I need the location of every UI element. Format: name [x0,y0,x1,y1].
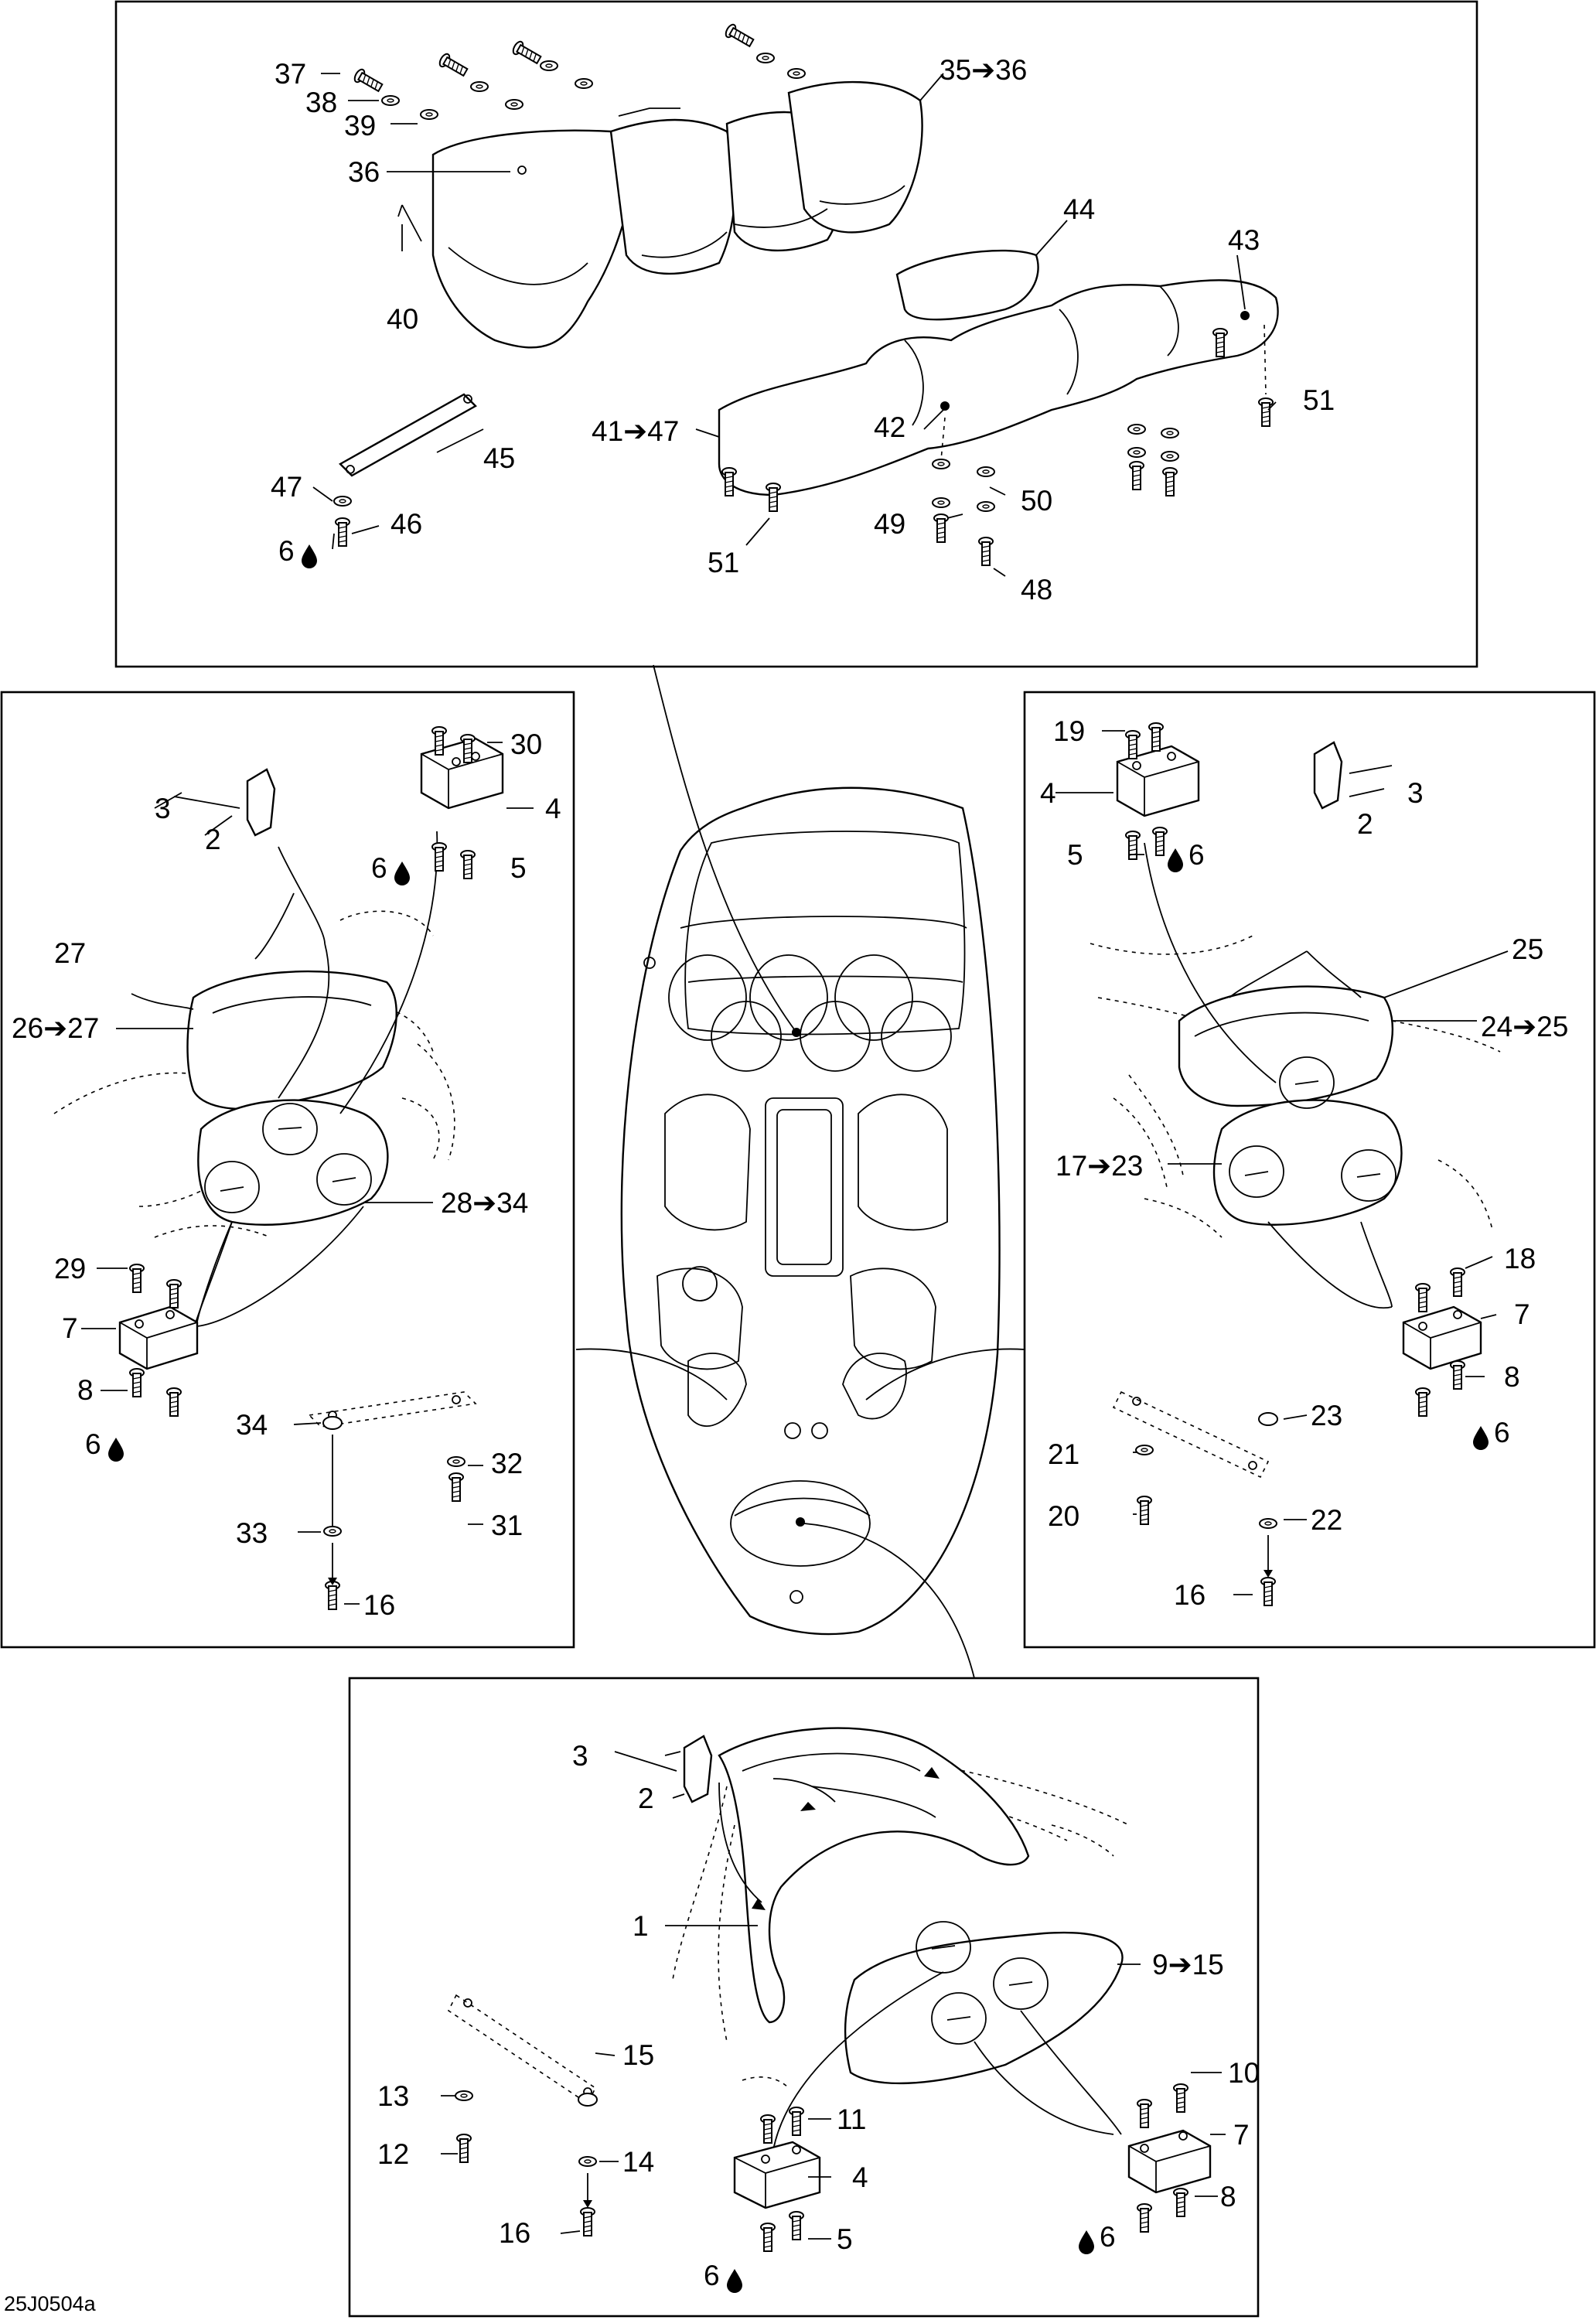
callout-30: 30 [510,728,542,760]
callout-29: 29 [54,1253,86,1285]
callout-7-right: 7 [1514,1298,1530,1330]
callout-26-27: 26➔27 [12,1012,99,1044]
callout-41-47: 41➔47 [592,415,679,447]
rear-bench-seat [431,80,923,349]
callout-8-bottom: 8 [1220,2181,1236,2213]
callout-6-bottom-right: 6 [1100,2221,1116,2253]
callout-13: 13 [377,2080,409,2112]
callout-11: 11 [837,2103,866,2135]
callout-27: 27 [54,937,86,969]
oil-drop-icon [108,1438,124,1462]
oil-drop-icon [394,861,410,885]
callout-5-bottom: 5 [837,2223,853,2255]
callout-6-left-top: 6 [371,852,387,884]
oil-drop-icon [727,2269,742,2293]
callout-24-25: 24➔25 [1481,1011,1568,1042]
callout-25: 25 [1512,933,1543,965]
oil-drop-icon [302,544,317,568]
callout-4-right: 4 [1040,777,1056,809]
right-panel-frame [1023,691,1596,1649]
callout-34: 34 [236,1409,268,1441]
callout-8-right: 8 [1504,1361,1520,1393]
callout-6-right-top: 6 [1188,839,1205,871]
seat-strap [339,393,477,477]
callout-12: 12 [377,2138,409,2170]
oil-drop-icon [1168,848,1183,872]
callout-1: 1 [633,1910,649,1942]
callout-22: 22 [1311,1504,1342,1536]
callout-20: 20 [1048,1500,1079,1532]
callout-36: 36 [348,156,380,188]
callout-16-left: 16 [363,1589,395,1621]
left-panel-frame [0,691,575,1649]
callout-5-right: 5 [1067,839,1083,871]
bottom-panel-frame [348,1677,1260,2318]
callout-5-left: 5 [510,852,527,884]
callout-31: 31 [491,1510,523,1541]
callout-23: 23 [1311,1400,1342,1431]
callout-42: 42 [874,411,905,443]
oil-drop-icon [1079,2230,1094,2254]
callout-6-left-bottom: 6 [85,1428,101,1460]
callout-17-23: 17➔23 [1055,1150,1143,1182]
callout-3-right: 3 [1407,777,1424,809]
callout-35-36: 35➔36 [940,54,1027,86]
callout-28-34: 28➔34 [441,1187,528,1219]
front-bench-seat [718,279,1279,496]
callout-2-right: 2 [1357,808,1373,840]
callout-4-left: 4 [545,793,561,824]
callout-43: 43 [1228,224,1260,256]
pointer-lines [575,664,1025,1679]
callout-15: 15 [622,2039,654,2071]
callout-6-bottom-left: 6 [704,2260,720,2291]
callout-39: 39 [344,110,376,142]
callout-45: 45 [483,442,515,474]
callout-4-bottom: 4 [852,2161,868,2193]
callout-32: 32 [491,1448,523,1479]
callout-50: 50 [1021,485,1052,517]
backrest-cushion [895,249,1039,321]
callout-37: 37 [275,58,306,90]
callout-19: 19 [1053,715,1085,747]
oil-drop-icon [1473,1426,1489,1450]
callout-16-bottom: 16 [499,2217,530,2249]
right-seat-assembly [1055,722,1509,1606]
callout-8-left: 8 [77,1374,94,1406]
callout-48: 48 [1021,574,1052,606]
top-panel-frame [114,0,1478,668]
callout-7-bottom: 7 [1233,2119,1250,2151]
drawing-code: 25J0504a [4,2292,97,2315]
callout-51-right: 51 [1303,384,1335,416]
callout-40: 40 [387,303,418,335]
callout-46: 46 [390,508,422,540]
left-seat-assembly [53,726,534,1610]
callout-14: 14 [622,2146,654,2178]
boat-hull-top-view [620,786,1001,1636]
callout-16-right: 16 [1174,1579,1206,1611]
top-leader-lines [312,73,1277,577]
callout-21: 21 [1048,1438,1079,1470]
callout-18: 18 [1504,1243,1536,1274]
callout-49: 49 [874,508,905,540]
callout-6-top: 6 [278,535,295,567]
callout-2-left: 2 [205,824,221,855]
callout-10: 10 [1228,2057,1260,2089]
callout-51-left: 51 [708,547,739,578]
callout-2-bottom: 2 [638,1783,654,1814]
callout-7-left: 7 [62,1312,78,1344]
callout-3-left: 3 [155,793,171,824]
callout-47: 47 [271,471,302,503]
top-hardware [333,22,1274,566]
callout-38: 38 [305,87,337,118]
callout-33: 33 [236,1517,268,1549]
callout-9-15: 9➔15 [1152,1949,1224,1981]
callout-44: 44 [1063,193,1095,225]
callout-6-right-bottom: 6 [1494,1417,1510,1448]
bow-seat-assembly [441,1727,1226,2252]
callout-3-bottom: 3 [572,1740,588,1772]
